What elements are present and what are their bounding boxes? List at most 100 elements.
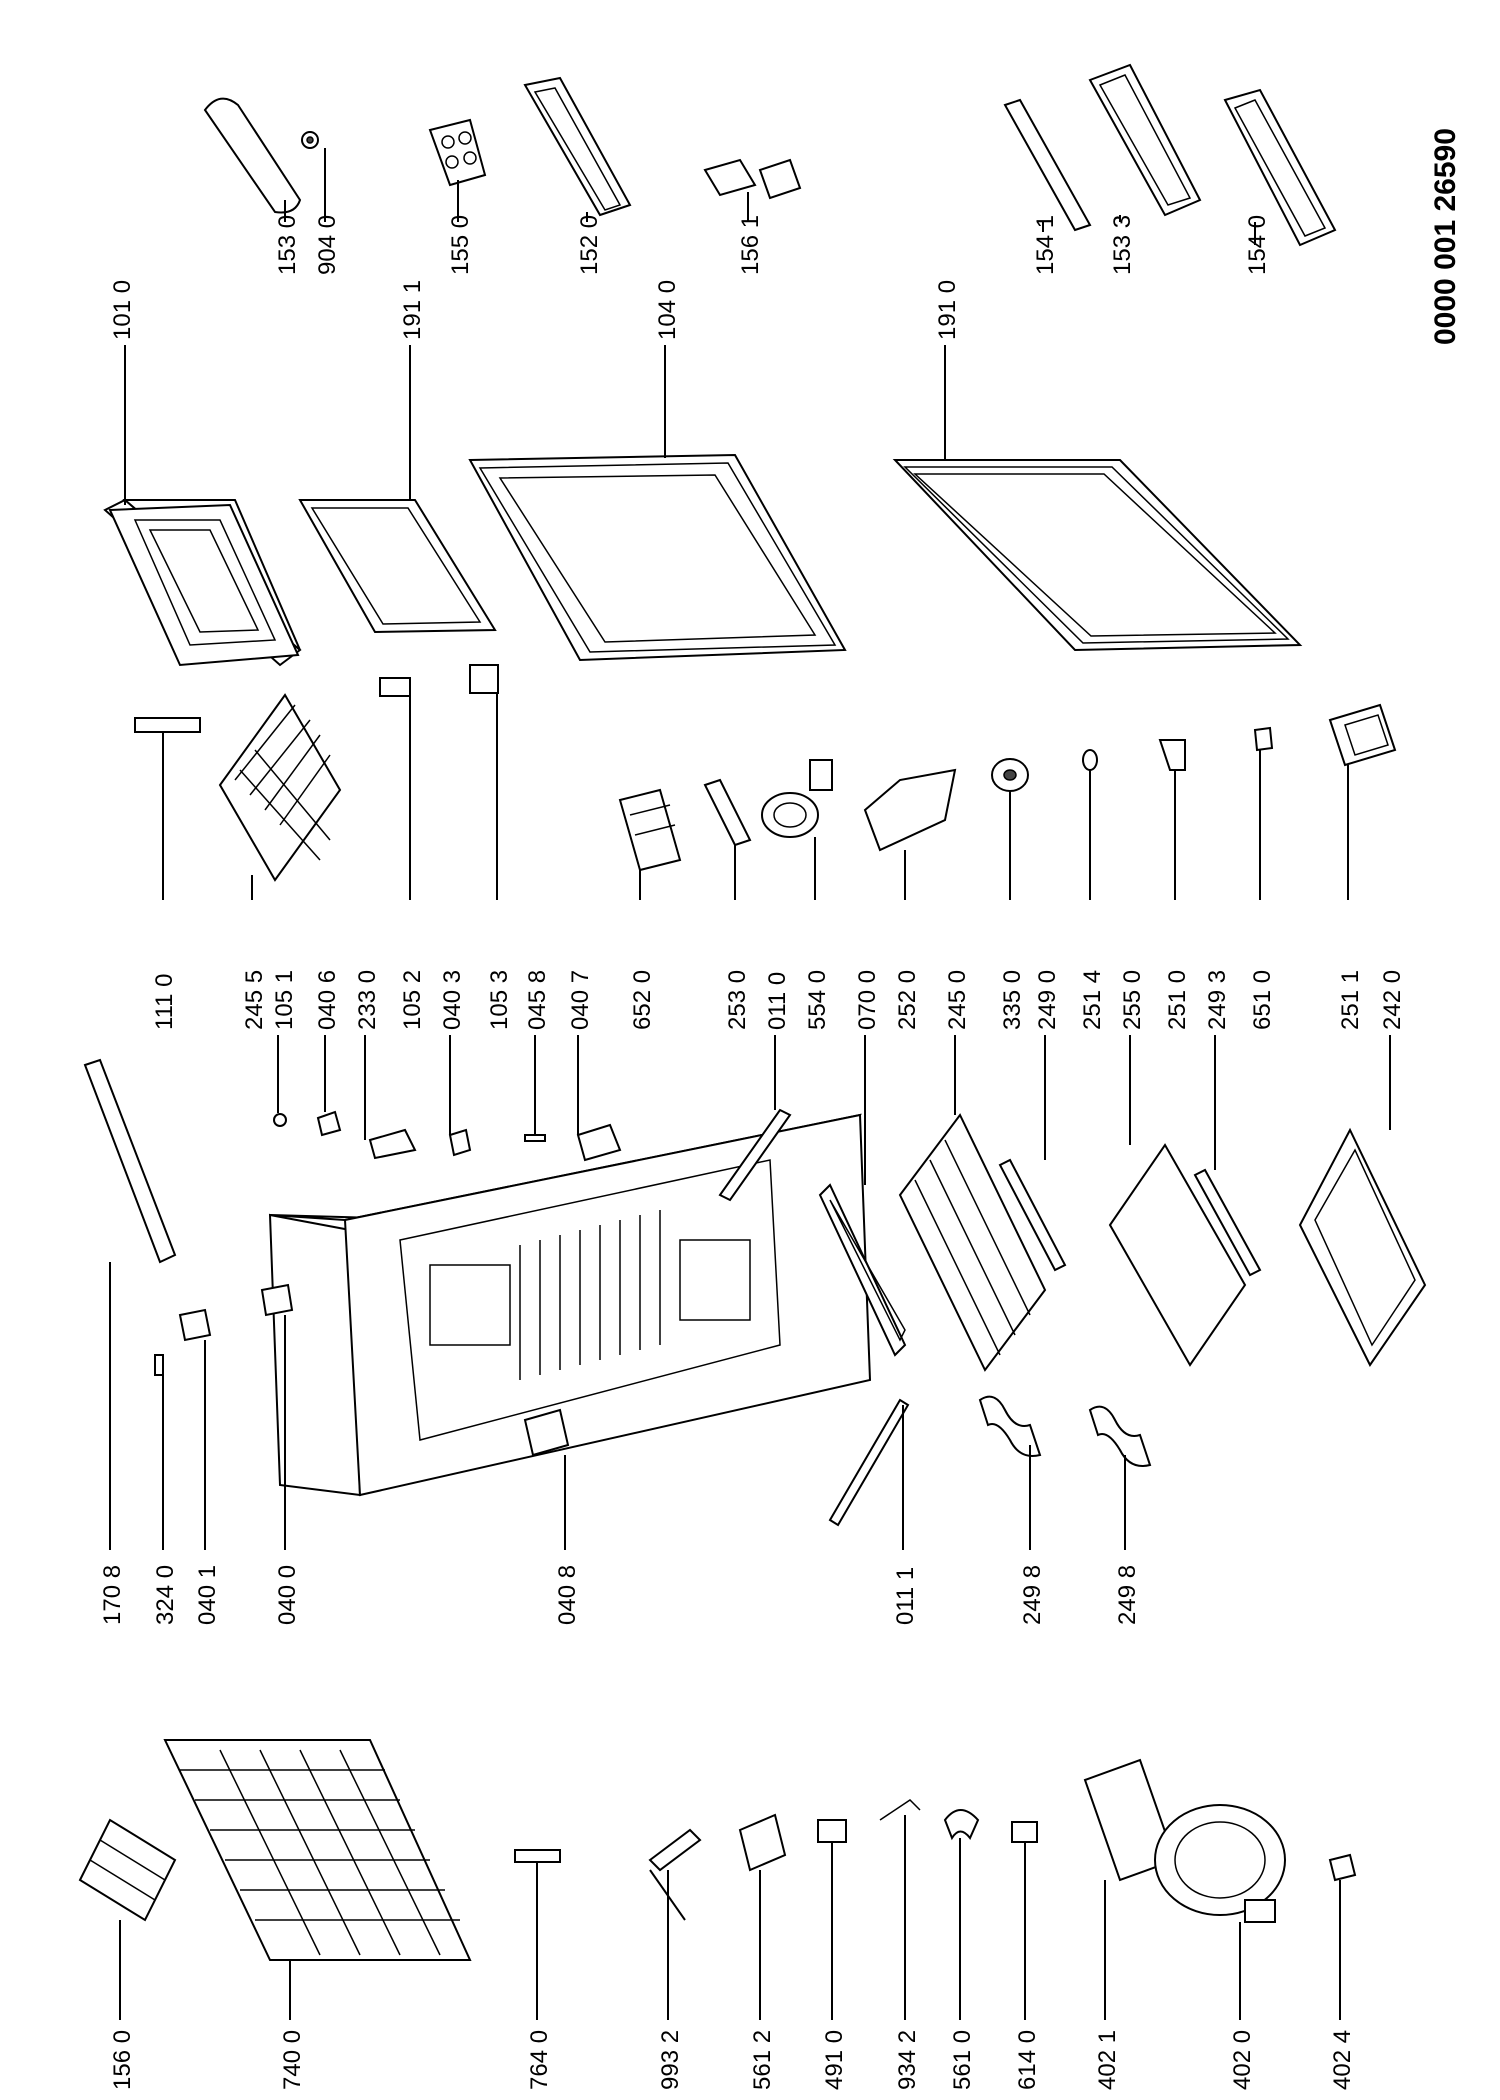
bracket-105-2-part bbox=[379, 677, 411, 697]
hinge-040-7-part bbox=[576, 1123, 622, 1162]
egg-tray-part bbox=[428, 118, 487, 187]
door-rack-part bbox=[1003, 98, 1092, 232]
part-label: 335 0 bbox=[999, 970, 1026, 1030]
part-label: 249 8 bbox=[1114, 1565, 1141, 1625]
door-panel-large bbox=[468, 453, 847, 662]
part-label: 040 7 bbox=[567, 970, 594, 1030]
part-label: 155 0 bbox=[447, 215, 474, 275]
drier-filter-part bbox=[514, 1849, 561, 1863]
part-label: 652 0 bbox=[629, 970, 656, 1030]
cover-strip-011-1-part bbox=[828, 1398, 910, 1527]
door-gasket-small bbox=[298, 499, 497, 634]
hinge-040-0-part bbox=[260, 1283, 294, 1317]
glass-shelf-255-0-part bbox=[1108, 1143, 1247, 1367]
part-label: 249 3 bbox=[1204, 970, 1231, 1030]
part-label: 402 4 bbox=[1329, 2030, 1356, 2090]
bottle-holder-part bbox=[703, 158, 802, 200]
overload-part bbox=[1011, 1821, 1038, 1843]
bottle-shelf-part bbox=[1223, 88, 1337, 247]
part-label: 105 2 bbox=[399, 970, 426, 1030]
part-label: 402 0 bbox=[1229, 2030, 1256, 2090]
part-label: 491 0 bbox=[821, 2030, 848, 2090]
part-label: 152 0 bbox=[576, 215, 603, 275]
part-label: 105 3 bbox=[486, 970, 513, 1030]
bulb-part bbox=[1082, 749, 1098, 771]
shelf-trim-249-3-part bbox=[1193, 1168, 1262, 1277]
part-label: 040 6 bbox=[314, 970, 341, 1030]
part-label: 153 3 bbox=[1109, 215, 1136, 275]
part-label: 993 2 bbox=[657, 2030, 684, 2090]
part-label: 245 0 bbox=[944, 970, 971, 1030]
door-rail-part bbox=[83, 1058, 177, 1264]
ice-tray-part bbox=[78, 1818, 177, 1922]
door-shelf-top-part bbox=[523, 76, 632, 217]
part-label: 011 0 bbox=[764, 972, 791, 1030]
part-label: 191 0 bbox=[934, 280, 961, 340]
part-label: 245 5 bbox=[241, 970, 268, 1030]
part-label: 040 3 bbox=[439, 970, 466, 1030]
evaporator-cover-part bbox=[818, 1183, 907, 1357]
door-handle-part bbox=[203, 97, 302, 214]
part-label: 561 2 bbox=[749, 2030, 776, 2090]
part-label: 191 1 bbox=[399, 280, 426, 340]
part-label: 105 1 bbox=[271, 970, 298, 1030]
part-label: 554 0 bbox=[804, 970, 831, 1030]
bracket-233-0-part bbox=[368, 1128, 417, 1160]
part-label: 170 8 bbox=[99, 1565, 126, 1625]
hinge-040-1-part bbox=[178, 1308, 212, 1342]
part-label: 251 4 bbox=[1079, 970, 1106, 1030]
part-label: 904 0 bbox=[314, 215, 341, 275]
leader-lines bbox=[109, 148, 1391, 2020]
crisper-drawer-part bbox=[1298, 1127, 1427, 1367]
part-label: 249 0 bbox=[1034, 970, 1061, 1030]
part-label: 324 0 bbox=[152, 1565, 179, 1625]
clamp-part bbox=[943, 1809, 980, 1841]
part-label: 040 0 bbox=[274, 1565, 301, 1625]
hinge-040-3-part bbox=[448, 1128, 472, 1157]
part-label: 111 0 bbox=[151, 974, 178, 1031]
door-shell-part bbox=[103, 498, 302, 667]
shelf-support-249-8-b-part bbox=[1088, 1405, 1152, 1467]
part-label: 740 0 bbox=[279, 2030, 306, 2090]
part-label: 070 0 bbox=[854, 970, 881, 1030]
lamp-holder-part bbox=[761, 759, 833, 838]
cable-part bbox=[879, 1799, 921, 1821]
part-label: 040 1 bbox=[194, 1565, 221, 1625]
capacitor-part bbox=[817, 1819, 847, 1843]
door-gasket-large bbox=[892, 459, 1303, 652]
cabinet-body-part bbox=[268, 1113, 872, 1497]
reference-number: 0000 001 26590 bbox=[1429, 128, 1462, 345]
lever-part bbox=[703, 778, 752, 847]
part-label: 249 8 bbox=[1019, 1565, 1046, 1625]
part-label: 934 2 bbox=[894, 2030, 921, 2090]
bracket-105-3-part bbox=[469, 664, 499, 694]
part-label: 233 0 bbox=[354, 970, 381, 1030]
capillary-tube-part bbox=[648, 1828, 702, 1921]
screw-cap-part bbox=[301, 131, 319, 149]
thermostat-assembly-part bbox=[618, 788, 682, 872]
part-label: 255 0 bbox=[1119, 970, 1146, 1030]
pin-045-8-part bbox=[524, 1134, 546, 1142]
part-label: 614 0 bbox=[1014, 2030, 1041, 2090]
relay-part bbox=[738, 1813, 787, 1872]
part-label: 154 0 bbox=[1244, 215, 1271, 275]
screw-651-part bbox=[1253, 726, 1274, 752]
part-label: 153 0 bbox=[274, 215, 301, 275]
part-label: 251 1 bbox=[1337, 970, 1364, 1030]
compressor-part bbox=[1154, 1804, 1286, 1923]
hinge-040-8-part bbox=[523, 1408, 570, 1457]
part-label: 045 8 bbox=[524, 970, 551, 1030]
part-label: 252 0 bbox=[894, 970, 921, 1030]
screw-105-1-part bbox=[273, 1113, 287, 1127]
part-label: 561 0 bbox=[949, 2030, 976, 2090]
hinge-040-6-part bbox=[316, 1110, 342, 1137]
shelf-trim-249-0-part bbox=[998, 1158, 1067, 1272]
clip-part bbox=[1158, 739, 1186, 771]
part-label: 156 0 bbox=[109, 2030, 136, 2090]
butter-compartment-part bbox=[1088, 63, 1202, 217]
part-label: 154 1 bbox=[1032, 215, 1059, 275]
condenser-part bbox=[163, 1739, 472, 1961]
